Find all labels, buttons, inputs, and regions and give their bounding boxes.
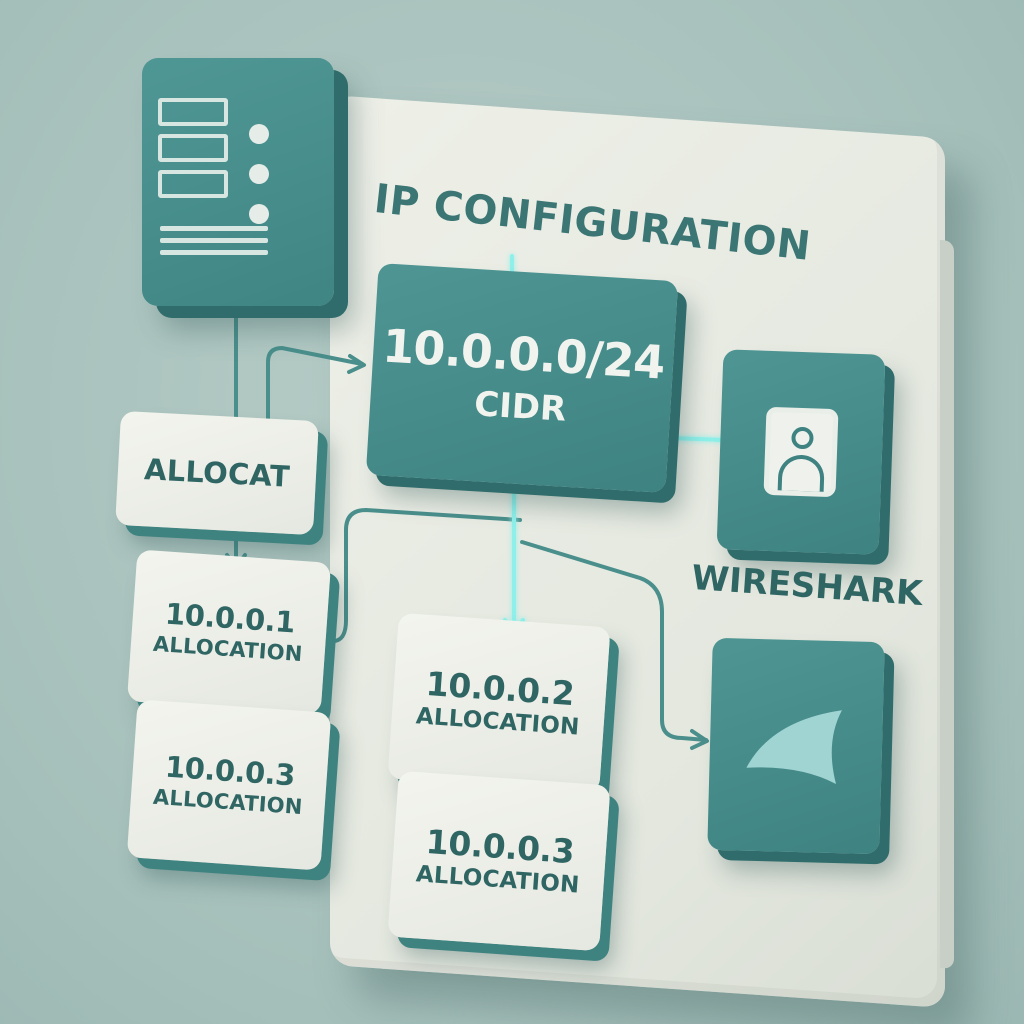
server-vent	[160, 250, 268, 255]
cidr-address: 10.0.0.0/24	[380, 318, 667, 390]
allocation-node: 10.0.0.3 ALLOCATION	[387, 770, 611, 952]
glow-connector-cidr-to-user	[670, 436, 726, 442]
allocate-node: ALLOCAT	[115, 410, 319, 536]
user-body-shape	[777, 454, 825, 496]
shark-fin-icon	[746, 710, 842, 785]
connector-allocat-to-cidr	[266, 346, 364, 432]
server-vent	[160, 238, 268, 243]
user-head-shape	[791, 426, 814, 450]
server-drive-slot	[158, 134, 228, 162]
server-led	[249, 164, 269, 184]
arrowhead	[347, 354, 366, 374]
server-led	[249, 204, 269, 224]
connector-allocation-1-to-cidr	[324, 508, 522, 643]
server-led	[249, 124, 269, 144]
server-drive-slot	[158, 98, 228, 126]
allocation-node: 10.0.0.1 ALLOCATION	[126, 549, 332, 715]
server-drive-slot	[158, 170, 228, 198]
cidr-block-node: 10.0.0.0/24 CIDR	[365, 263, 679, 493]
allocation-node: 10.0.0.2 ALLOCATION	[387, 612, 611, 794]
server-vent	[160, 226, 268, 231]
connector-cidr-to-shark	[520, 540, 708, 742]
user-node	[716, 349, 886, 555]
wireshark-node	[707, 637, 885, 855]
arrowhead	[690, 729, 709, 750]
user-profile-icon	[763, 406, 839, 498]
server-icon	[142, 58, 334, 306]
cidr-label: CIDR	[473, 384, 568, 431]
allocate-label: ALLOCAT	[143, 452, 291, 494]
allocation-node: 10.0.0.3 ALLOCATION	[126, 699, 332, 871]
